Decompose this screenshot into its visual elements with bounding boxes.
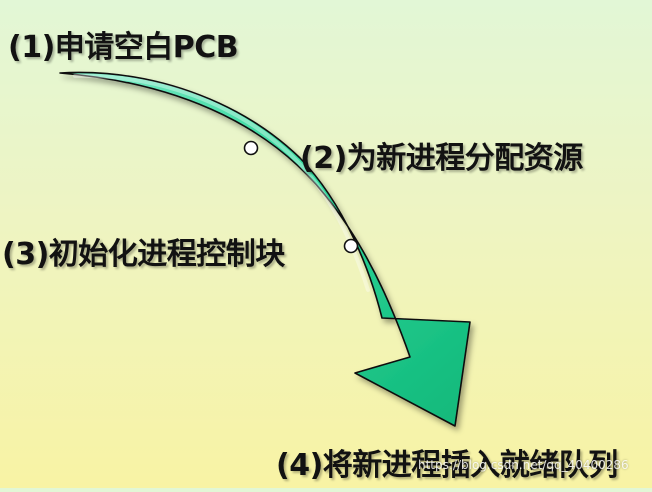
watermark-url: https://blog.csdn.net/qq_40400286 xyxy=(418,458,629,472)
step-2-label: (2)为新进程分配资源 xyxy=(300,141,583,176)
step-4-label: (4)将新进程插入就绪队列 xyxy=(276,448,618,483)
arrow-body xyxy=(59,71,471,427)
step-3-label: (3)初始化进程控制块 xyxy=(2,237,285,272)
step-1-label: (1)申请空白PCB xyxy=(8,30,239,65)
step-dot-icon xyxy=(343,238,359,254)
step-dot-icon xyxy=(243,140,259,156)
